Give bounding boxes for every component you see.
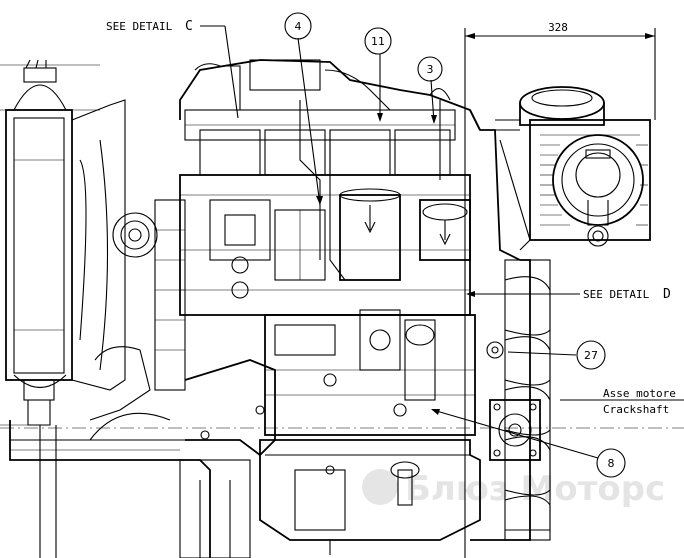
air-filter: [495, 86, 651, 251]
callout-11-label: 11: [371, 35, 385, 48]
radiator: [0, 59, 100, 558]
engine-block: [154, 59, 481, 555]
see-detail-d-label: SEE DETAIL: [583, 288, 650, 301]
base-frame: [9, 420, 251, 558]
callout-bubble-27: 27: [576, 340, 606, 370]
see-detail-c-label: SEE DETAIL: [106, 20, 173, 33]
fan-shroud: [71, 99, 171, 441]
callout-27-label: 27: [584, 349, 598, 362]
callout-8-label: 8: [608, 457, 615, 470]
flywheel-housing: [469, 109, 551, 541]
see-detail-d-letter: D: [663, 287, 671, 302]
leader-lines: [200, 25, 684, 459]
callout-bubble-11: 11: [364, 27, 392, 55]
watermark: Блюз Моторс: [362, 469, 665, 509]
dimension-value: 328: [548, 21, 568, 34]
callout-bubble-8: 8: [596, 448, 626, 478]
callout-4-label: 4: [295, 20, 302, 33]
see-detail-c-letter: C: [185, 19, 193, 34]
axis-note-line1: Asse motore: [603, 387, 676, 400]
axis-note-line2: Crackshaft: [603, 403, 669, 416]
callout-bubble-4: 4: [284, 12, 312, 40]
callout-bubble-3: 3: [417, 56, 443, 82]
callout-3-label: 3: [427, 63, 434, 76]
watermark-text: Блюз Моторс: [405, 469, 665, 509]
dimension-328: [464, 28, 656, 558]
